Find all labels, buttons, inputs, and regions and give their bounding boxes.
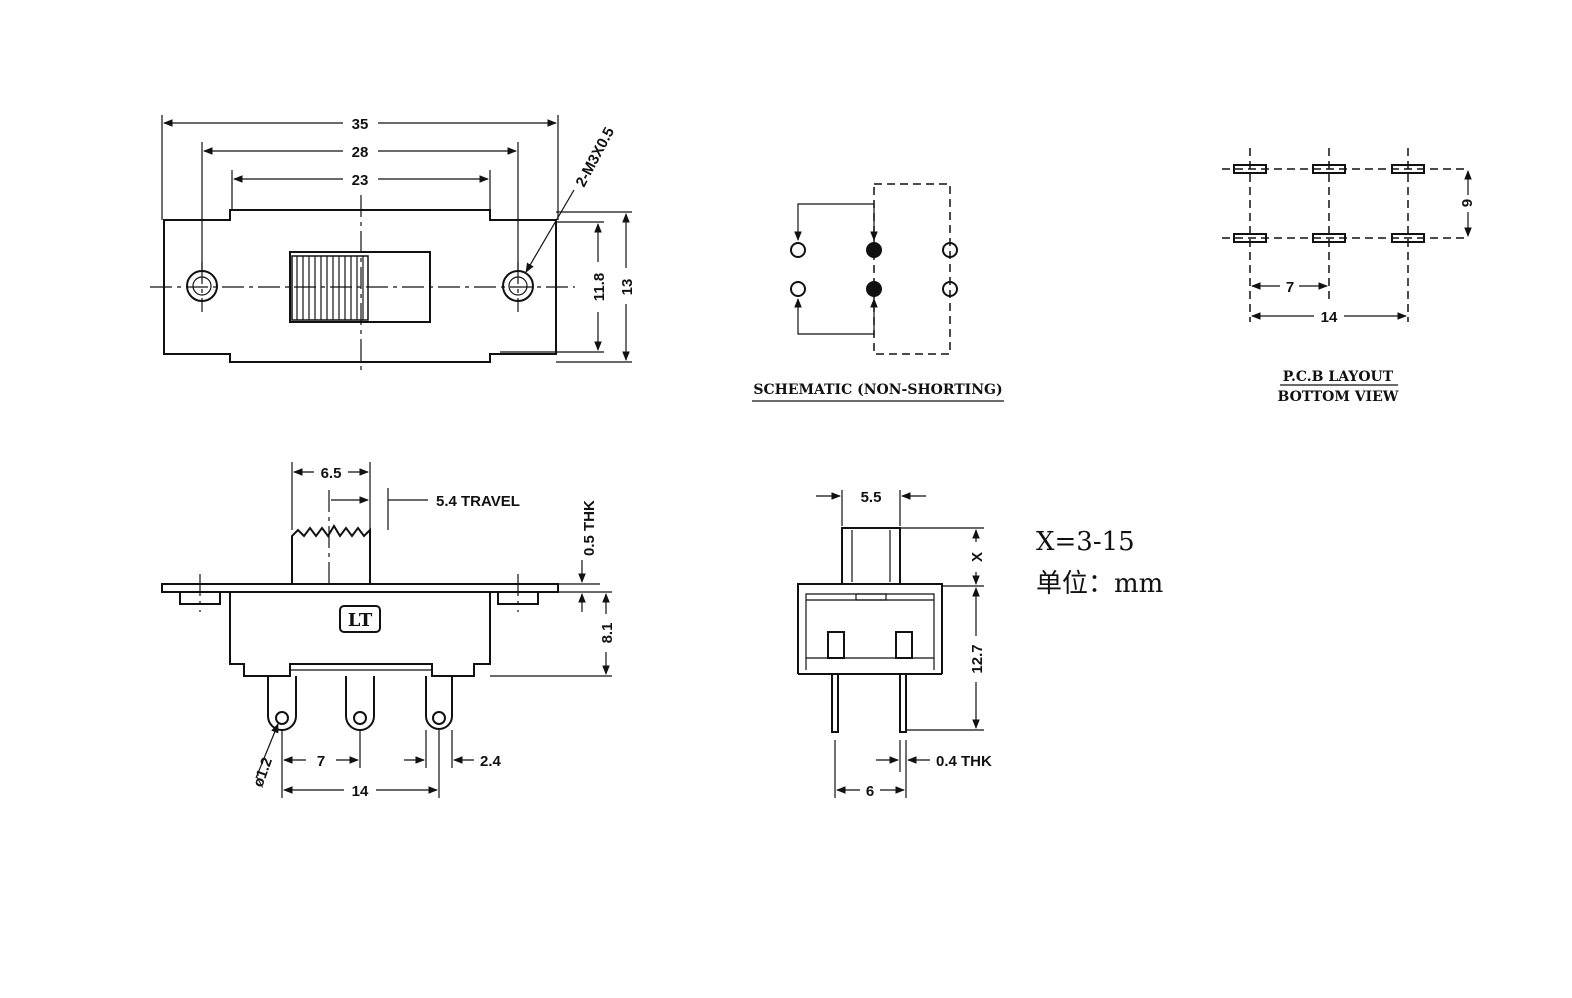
pin-left [267, 676, 297, 731]
dim-travel: 5.4 TRAVEL [436, 493, 520, 510]
dim-body-height: 8.1 [599, 623, 616, 644]
mount-plate [161, 583, 559, 593]
dim-end-actuator-width: 5.5 [861, 489, 882, 506]
dim-mount-hole-spacing: 28 [352, 144, 369, 161]
pin-middle [345, 676, 375, 731]
end-pin-left [831, 673, 839, 733]
pcb-caption-line2: BOTTOM VIEW [1278, 389, 1399, 405]
pcb-layout-view: 6 7 14 P.C.B LAYOUT BOTTOM VIEW [1222, 148, 1475, 405]
dim-outer-height: 13 [619, 279, 636, 296]
switch-position-box [873, 183, 951, 355]
pcb-pad-5 [1312, 233, 1346, 243]
dim-pin-width: 2.4 [480, 753, 502, 770]
schematic-view: SCHEMATIC (NON-SHORTING) [752, 183, 1004, 402]
terminal-bottom-common [866, 281, 882, 297]
note-unit: 单位：mm [1036, 569, 1163, 599]
terminal-bottom-right [942, 281, 958, 297]
dim-pin-pitch: 7 [317, 753, 325, 770]
logo-text: LT [348, 610, 373, 631]
notes: X=3-15 单位：mm [1036, 527, 1163, 599]
dim-pin-spacing: 6 [866, 783, 874, 800]
dim-pcb-span: 14 [1321, 309, 1338, 326]
top-view: 35 28 23 2-M3X0.5 11.8 13 [150, 115, 636, 375]
schematic-caption: SCHEMATIC (NON-SHORTING) [753, 382, 1002, 398]
end-actuator [841, 527, 901, 585]
switch-body [229, 592, 491, 677]
end-view: 5.5 X 12.7 0.4 THK 6 [797, 489, 992, 800]
note-x-range: X=3-15 [1036, 527, 1135, 557]
end-body [797, 583, 943, 674]
terminal-top-right [942, 242, 958, 258]
dim-overall-length: 35 [352, 116, 369, 133]
actuator-knob [291, 524, 371, 584]
pcb-pad-4 [1233, 233, 1267, 243]
pin-right [425, 676, 453, 730]
pcb-pad-2 [1312, 164, 1346, 174]
pcb-pad-6 [1391, 233, 1425, 243]
dim-hole-diameter: ø1.2 [250, 755, 276, 789]
pcb-pad-3 [1391, 164, 1425, 174]
terminal-top-left [790, 242, 806, 258]
side-view: LT 6.5 5.4 TRAVEL 0.5 THK 8.1 ø1.2 [161, 462, 616, 800]
terminal-top-common [866, 242, 882, 258]
dim-body-length: 23 [352, 172, 369, 189]
dim-actuator-height: X [969, 552, 986, 562]
pcb-pad-1 [1233, 164, 1267, 174]
dim-thread-callout: 2-M3X0.5 [573, 124, 619, 189]
dim-pcb-row-pitch: 6 [1458, 199, 1475, 207]
dim-inner-height: 11.8 [591, 273, 608, 301]
pcb-caption-line1: P.C.B LAYOUT [1283, 369, 1394, 385]
dim-pin-span: 14 [352, 783, 369, 800]
dim-pcb-pin-pitch: 7 [1286, 279, 1294, 296]
slider-grip [291, 255, 369, 321]
dim-end-height: 12.7 [969, 644, 986, 673]
dim-plate-thickness: 0.5 THK [581, 500, 598, 556]
logo-box [339, 605, 381, 633]
dim-actuator-width: 6.5 [321, 465, 342, 482]
plate-outline [163, 209, 557, 363]
terminal-bottom-left [790, 281, 806, 297]
dim-pin-thickness: 0.4 THK [936, 753, 992, 770]
end-pin-right [899, 673, 907, 733]
